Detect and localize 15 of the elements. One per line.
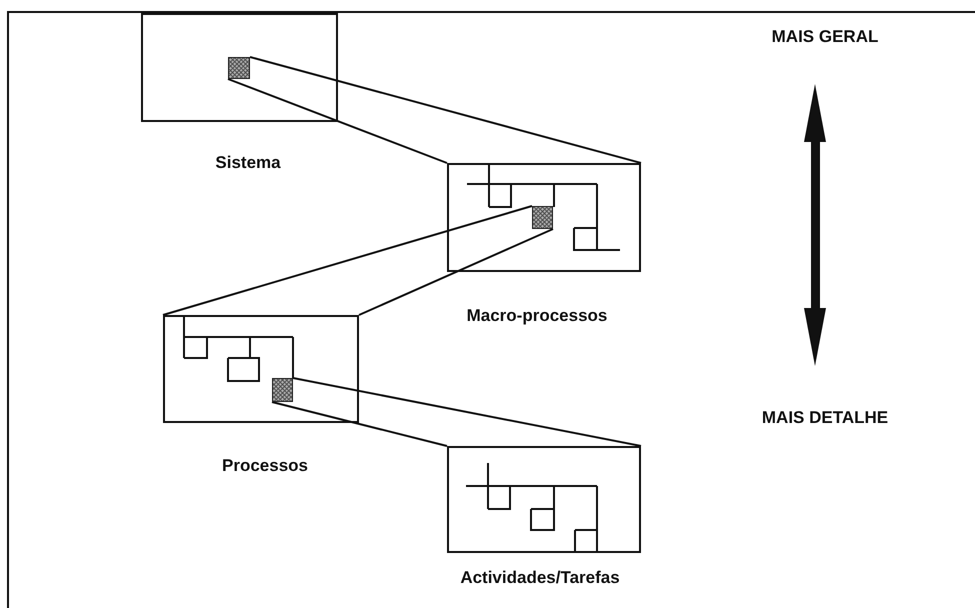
zoom-line — [228, 78, 448, 164]
panel-caption: Actividades/Tarefas — [460, 568, 620, 588]
zoom-line — [162, 205, 532, 316]
hatched-square — [532, 206, 553, 229]
panel-caption: Sistema — [215, 153, 281, 173]
zoom-line — [292, 377, 642, 447]
hatched-square — [272, 378, 293, 402]
zoom-line — [272, 401, 448, 447]
panel-caption: Macro-processos — [466, 306, 608, 326]
panel-caption: Processos — [222, 456, 308, 476]
scale-label: MAIS DETALHE — [762, 408, 888, 428]
zoom-line — [250, 56, 642, 164]
zoom-line — [358, 228, 554, 316]
hatched-square — [228, 57, 250, 79]
scale-label: MAIS GERAL — [772, 27, 878, 47]
